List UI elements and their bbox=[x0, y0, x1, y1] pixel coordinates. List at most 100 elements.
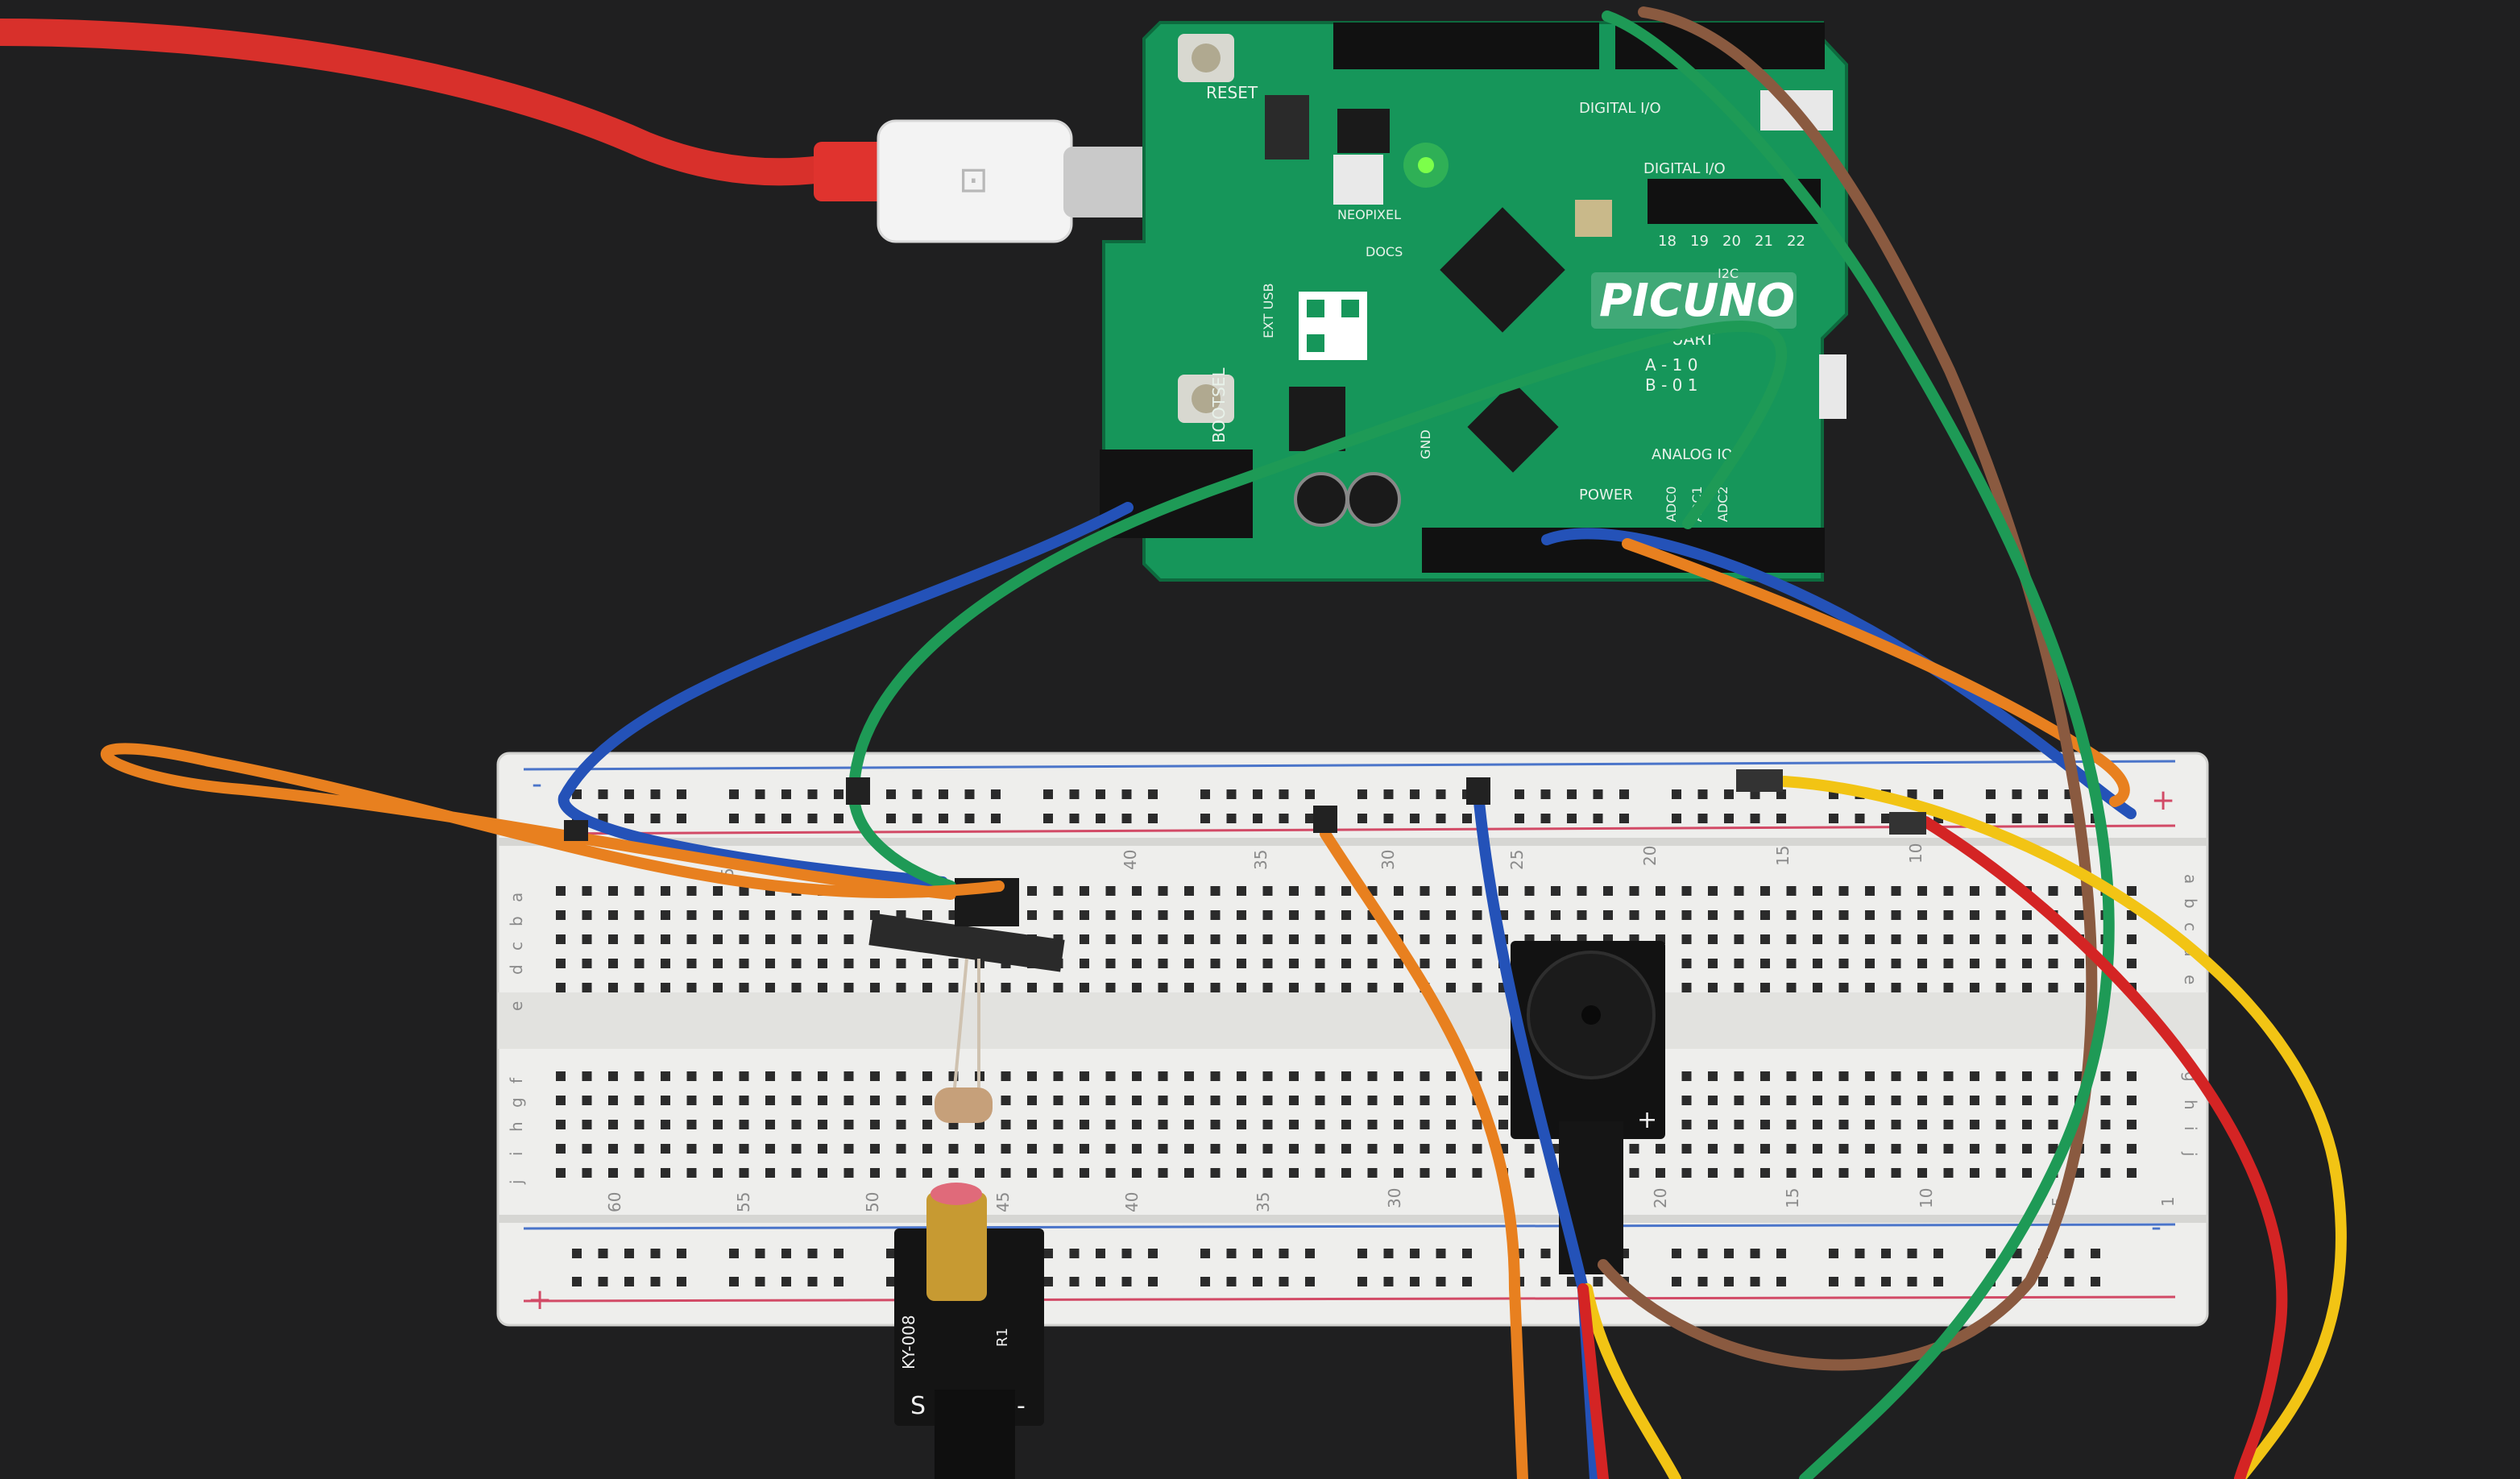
breadboard-hole bbox=[1708, 934, 1718, 944]
breadboard-hole bbox=[1786, 1096, 1797, 1105]
breadboard-rail-hole bbox=[1540, 789, 1551, 799]
picuno-board: RESET BOOTSEL DIGITAL I/O DIGITAL I/O NE… bbox=[1100, 21, 1848, 582]
breadboard-hole bbox=[634, 934, 645, 944]
breadboard-hole bbox=[1420, 1096, 1430, 1105]
breadboard-hole bbox=[1838, 934, 1849, 944]
breadboard-rail-hole bbox=[1724, 814, 1734, 823]
breadboard-hole bbox=[1472, 886, 1482, 896]
breadboard-hole bbox=[1210, 1168, 1221, 1178]
breadboard-hole bbox=[1786, 1071, 1797, 1081]
breadboard-hole bbox=[1708, 959, 1718, 968]
laser-module-ky008: KY-008 R1 S - bbox=[894, 1183, 1044, 1479]
breadboard-hole bbox=[1158, 886, 1168, 896]
row-letter-r-a: a bbox=[2181, 874, 2200, 884]
breadboard-hole bbox=[1289, 1168, 1299, 1178]
breadboard-hole bbox=[713, 934, 723, 944]
breadboard-hole bbox=[582, 910, 592, 920]
breadboard-rail-hole bbox=[964, 814, 975, 823]
breadboard-hole bbox=[1001, 1120, 1011, 1129]
breadboard-hole bbox=[686, 983, 697, 992]
col-num-b-50: 50 bbox=[863, 1192, 882, 1212]
breadboard-hole bbox=[1734, 910, 1744, 920]
breadboard-hole bbox=[1315, 959, 1325, 968]
breadboard-rail-hole bbox=[1750, 1249, 1760, 1258]
breadboard-hole bbox=[661, 1071, 670, 1081]
breadboard-hole bbox=[1105, 1096, 1116, 1105]
breadboard-rail-hole bbox=[939, 814, 948, 823]
laser-module-label: KY-008 bbox=[899, 1315, 918, 1369]
breadboard-rail-hole bbox=[1383, 1277, 1394, 1286]
breadboard-hole bbox=[1734, 1096, 1744, 1105]
breadboard-rail-hole bbox=[1540, 814, 1551, 823]
breadboard-hole bbox=[1970, 886, 1979, 896]
breadboard-hole bbox=[1394, 910, 1403, 920]
breadboard-hole bbox=[1760, 959, 1770, 968]
breadboard-rail-hole bbox=[1593, 814, 1603, 823]
breadboard-hole bbox=[1760, 1168, 1770, 1178]
breadboard-rail-hole bbox=[2064, 1277, 2074, 1286]
breadboard-hole bbox=[896, 1096, 906, 1105]
breadboard-hole bbox=[1917, 910, 1927, 920]
breadboard-hole bbox=[1472, 959, 1482, 968]
breadboard-hole bbox=[1367, 934, 1378, 944]
breadboard-hole bbox=[1943, 1144, 1954, 1154]
breadboard-hole bbox=[1237, 886, 1246, 896]
breadboard-hole bbox=[686, 959, 697, 968]
breadboard-hole bbox=[739, 1168, 749, 1178]
breadboard-hole bbox=[1970, 1071, 1979, 1081]
breadboard-hole bbox=[1237, 910, 1246, 920]
breadboard-hole bbox=[1027, 1120, 1037, 1129]
buzzer-hole bbox=[1581, 1005, 1601, 1025]
breadboard-hole bbox=[1105, 983, 1116, 992]
breadboard-hole bbox=[2127, 1120, 2137, 1129]
rp2040-chip bbox=[1440, 207, 1565, 333]
breadboard-hole bbox=[1132, 1096, 1142, 1105]
breadboard-hole bbox=[1210, 1071, 1221, 1081]
breadboard-rail-hole bbox=[886, 789, 896, 799]
breadboard-hole bbox=[582, 983, 592, 992]
breadboard-hole bbox=[1917, 1071, 1927, 1081]
breadboard-hole bbox=[2100, 1096, 2111, 1105]
breadboard-hole bbox=[1315, 1096, 1325, 1105]
breadboard-hole bbox=[818, 934, 827, 944]
breadboard-hole bbox=[556, 934, 566, 944]
breadboard-hole bbox=[1446, 1096, 1456, 1105]
brown-wire-board-to-buzzer bbox=[1598, 6, 2098, 1371]
breadboard-rail-hole bbox=[1226, 1249, 1237, 1258]
orange-wire-loop-to-ldr bbox=[100, 743, 1005, 900]
breadboard-hole bbox=[1053, 886, 1063, 896]
breadboard-hole bbox=[1341, 1168, 1351, 1178]
breadboard-hole bbox=[1917, 1168, 1927, 1178]
breadboard-hole bbox=[1420, 910, 1430, 920]
breadboard-hole bbox=[1289, 959, 1299, 968]
breadboard-rail-hole bbox=[729, 814, 739, 823]
breadboard-hole bbox=[713, 1071, 723, 1081]
breadboard-rail-hole bbox=[1200, 1249, 1210, 1258]
breadboard-hole bbox=[608, 934, 618, 944]
board-name: PICUNO bbox=[1599, 275, 1795, 327]
col-num-b-1: 1 bbox=[2158, 1196, 2178, 1207]
breadboard-left-row-letters: a b c d e f g h i j bbox=[507, 893, 526, 1185]
breadboard-rail-hole bbox=[1462, 1277, 1472, 1286]
breadboard-hole bbox=[1184, 1071, 1194, 1081]
breadboard-hole bbox=[843, 959, 854, 968]
breadboard-rail-hole bbox=[1069, 789, 1080, 799]
breadboard-rail-hole bbox=[1881, 1249, 1891, 1258]
breadboard-rail-hole bbox=[1121, 789, 1132, 799]
breadboard-hole bbox=[896, 1144, 906, 1154]
label-analog-io: ANALOG IO bbox=[1652, 446, 1733, 463]
breadboard-hole bbox=[1105, 1071, 1116, 1081]
breadboard-rail-hole bbox=[1540, 1249, 1551, 1258]
breadboard-rail-hole bbox=[2012, 789, 2022, 799]
breadboard-rail-hole bbox=[1515, 814, 1524, 823]
breadboard-hole bbox=[1838, 1168, 1849, 1178]
breadboard-hole bbox=[1184, 910, 1194, 920]
breadboard-rail-hole bbox=[1855, 1277, 1865, 1286]
breadboard-hole bbox=[1446, 886, 1456, 896]
breadboard-hole bbox=[1838, 910, 1849, 920]
breadboard-rail-hole bbox=[834, 1249, 843, 1258]
label-power: POWER bbox=[1579, 487, 1633, 503]
breadboard-hole bbox=[1315, 1120, 1325, 1129]
breadboard-rail-hole bbox=[1436, 1277, 1446, 1286]
col-num-15: 15 bbox=[1773, 846, 1793, 866]
